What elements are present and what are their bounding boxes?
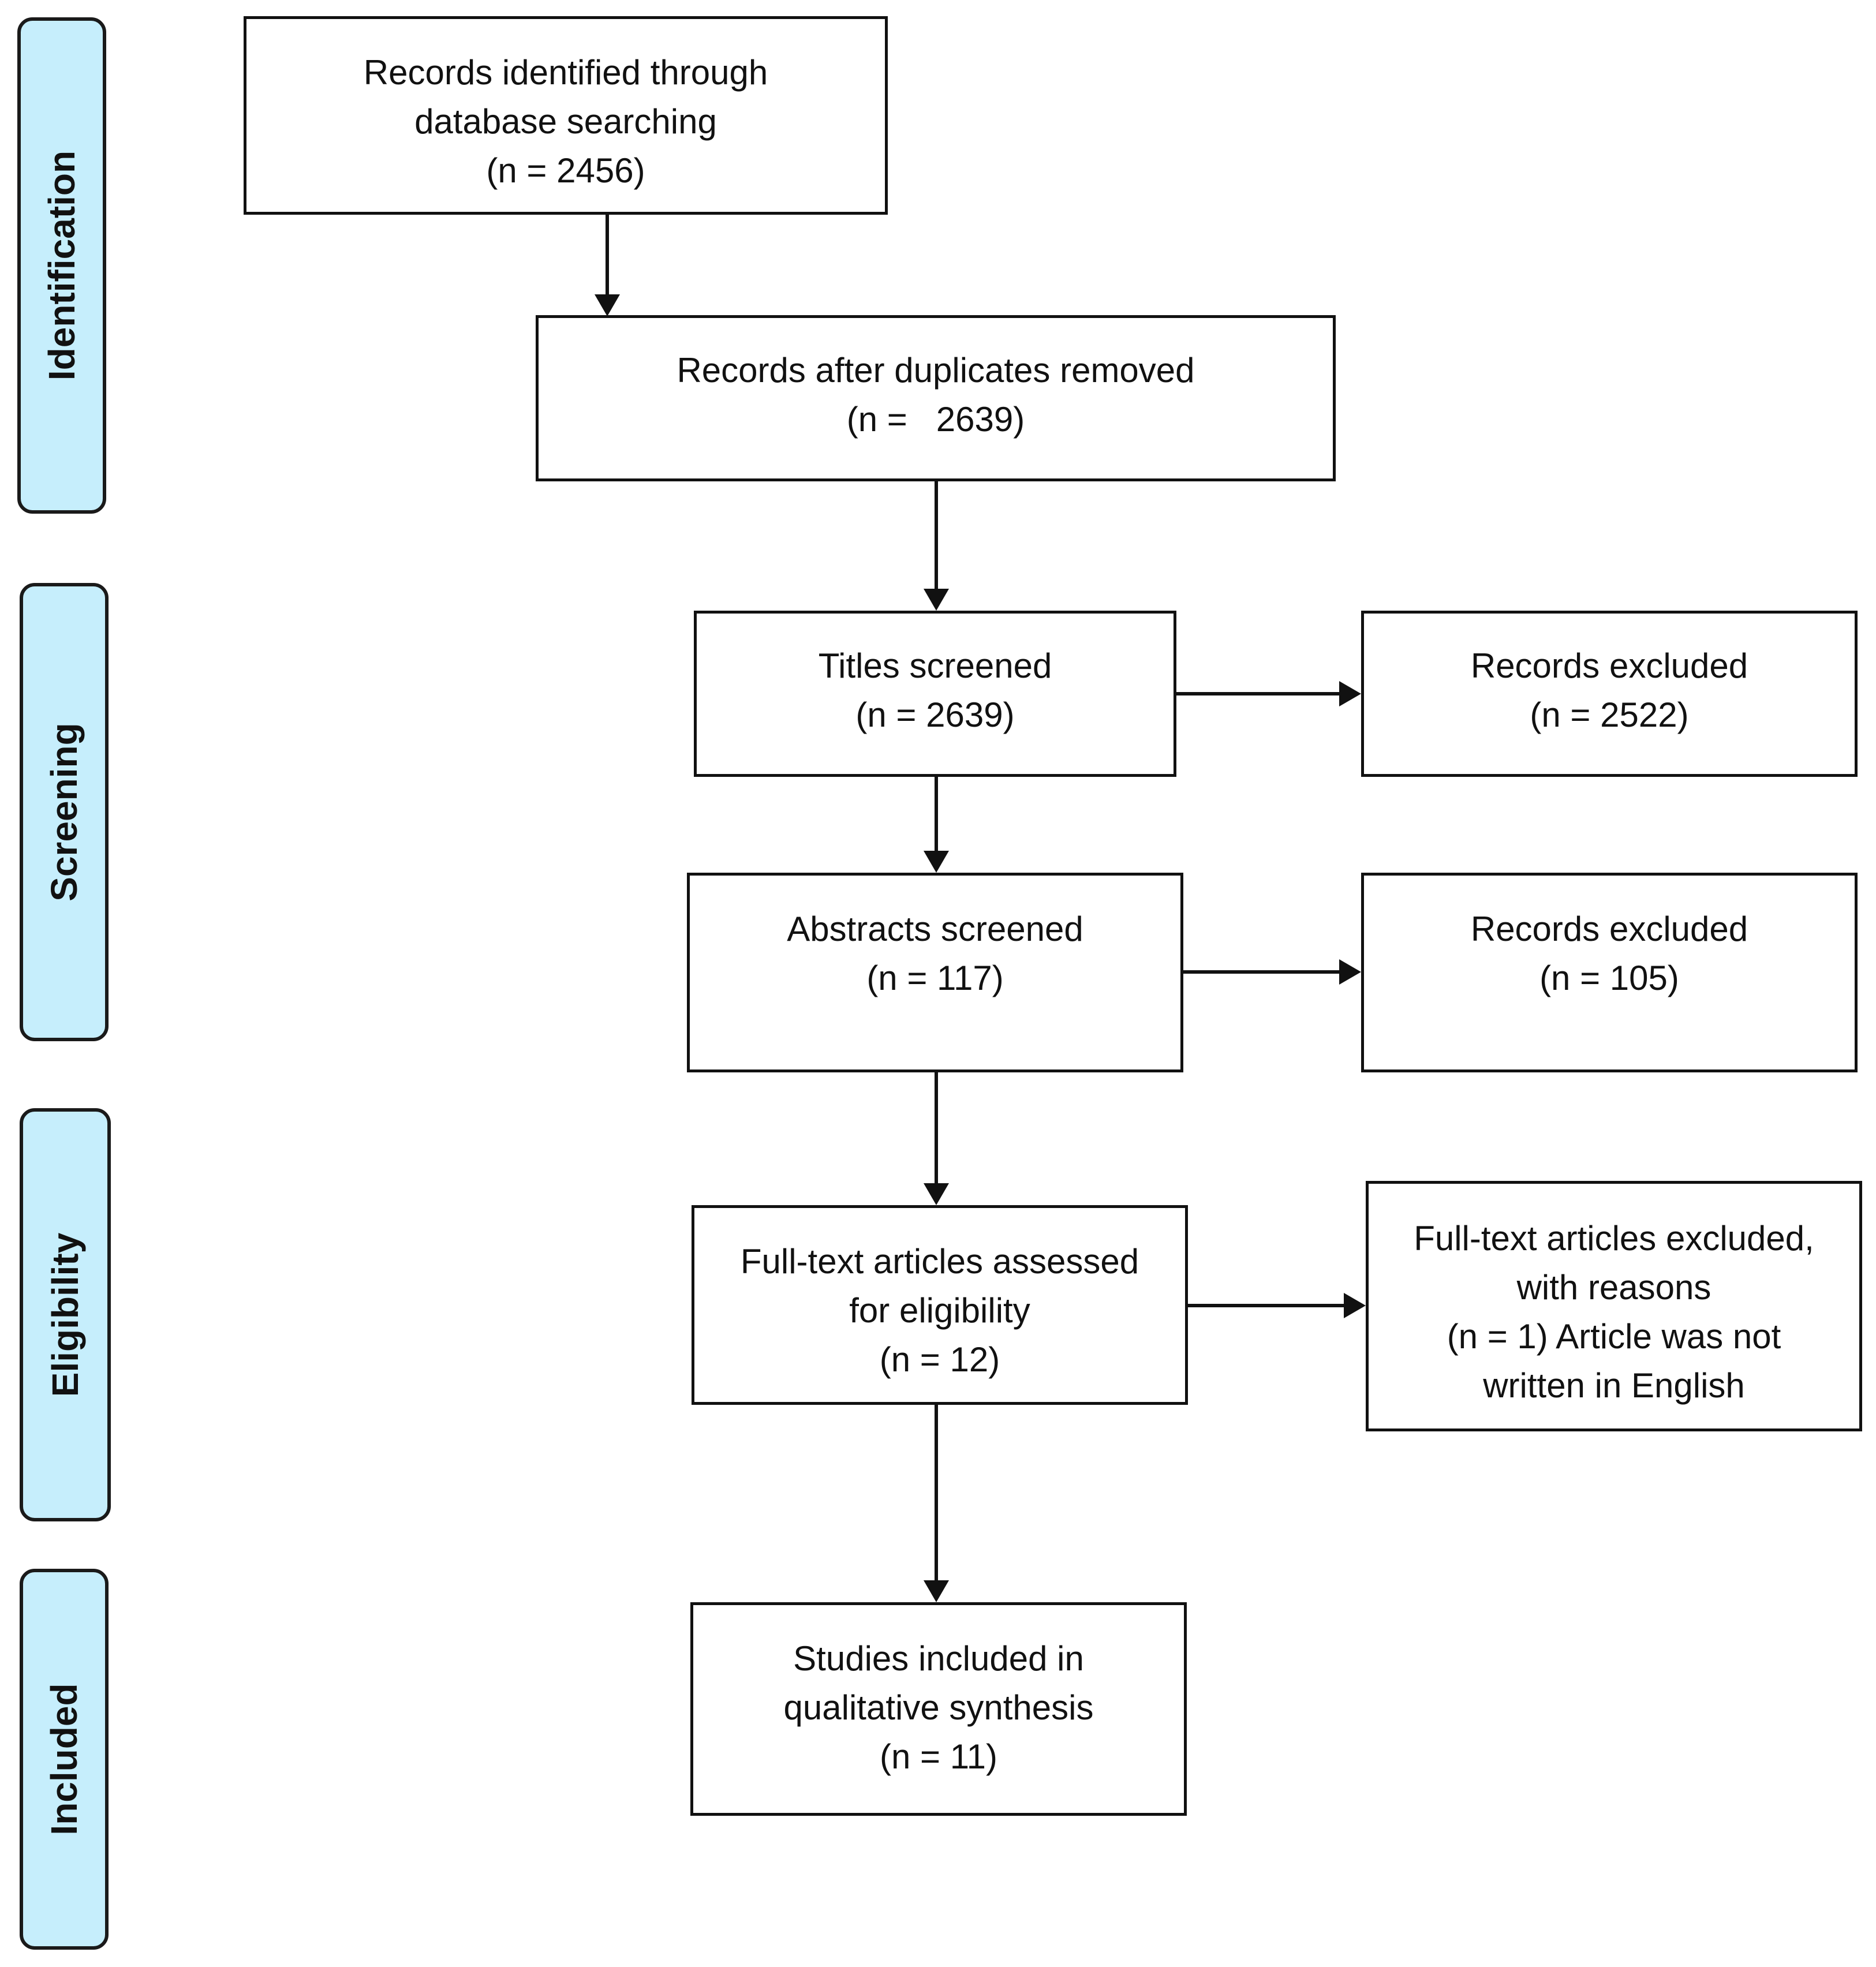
included-studies-count: (n = 11) bbox=[880, 1737, 997, 1776]
arrow-fulltext-to-excluded bbox=[1188, 1293, 1366, 1318]
box-titles-screened: Titles screened (n = 2639) bbox=[694, 611, 1176, 777]
abstracts-excluded-line1: Records excluded bbox=[1470, 910, 1748, 948]
box-records-deduplicated: Records after duplicates removed (n = 26… bbox=[536, 315, 1336, 481]
arrow-abstracts-to-excluded bbox=[1183, 959, 1361, 985]
box-records-identified: Records identified through database sear… bbox=[244, 16, 888, 215]
abstracts-screened-count: (n = 117) bbox=[866, 959, 1004, 997]
records-identified-line2: database searching bbox=[414, 102, 717, 141]
titles-screened-line1: Titles screened bbox=[818, 646, 1052, 685]
fulltext-assessed-line1: Full-text articles assessed bbox=[740, 1242, 1139, 1281]
included-studies-line2: qualitative synthesis bbox=[783, 1688, 1094, 1727]
records-deduplicated-count: (n = 2639) bbox=[846, 400, 1025, 439]
abstracts-screened-line1: Abstracts screened bbox=[787, 910, 1083, 948]
fulltext-excluded-line3: (n = 1) Article was not bbox=[1447, 1317, 1781, 1356]
records-identified-line1: Records identified through bbox=[363, 53, 768, 92]
box-abstracts-screened: Abstracts screened (n = 117) bbox=[687, 873, 1183, 1072]
arrow-titles-to-abstracts bbox=[924, 777, 949, 873]
fulltext-assessed-line2: for eligibility bbox=[849, 1291, 1030, 1330]
arrow-titles-to-excluded bbox=[1176, 681, 1361, 706]
included-studies-line1: Studies included in bbox=[793, 1639, 1084, 1678]
titles-excluded-line1: Records excluded bbox=[1470, 646, 1748, 685]
arrow-abstracts-to-fulltext bbox=[924, 1072, 949, 1205]
arrow-identified-to-deduplicated bbox=[595, 215, 620, 316]
titles-excluded-count: (n = 2522) bbox=[1530, 695, 1689, 734]
stage-eligibility: Eligibility bbox=[20, 1108, 111, 1521]
stage-identification: Identification bbox=[17, 17, 106, 514]
fulltext-excluded-line1: Full-text articles excluded, bbox=[1414, 1219, 1814, 1258]
box-fulltext-assessed: Full-text articles assessed for eligibil… bbox=[692, 1205, 1188, 1405]
box-included-studies: Studies included in qualitative synthesi… bbox=[690, 1602, 1187, 1816]
arrow-deduplicated-to-titles bbox=[924, 481, 949, 611]
fulltext-excluded-line4: written in English bbox=[1483, 1366, 1745, 1405]
fulltext-excluded-line2: with reasons bbox=[1516, 1268, 1711, 1307]
arrow-fulltext-to-included bbox=[924, 1405, 949, 1602]
box-abstracts-excluded: Records excluded (n = 105) bbox=[1361, 873, 1858, 1072]
stage-screening: Screening bbox=[20, 583, 109, 1041]
abstracts-excluded-count: (n = 105) bbox=[1539, 959, 1679, 997]
stage-included: Included bbox=[20, 1569, 109, 1950]
box-titles-excluded: Records excluded (n = 2522) bbox=[1361, 611, 1858, 777]
titles-screened-count: (n = 2639) bbox=[855, 695, 1015, 734]
box-fulltext-excluded: Full-text articles excluded, with reason… bbox=[1366, 1181, 1862, 1431]
fulltext-assessed-count: (n = 12) bbox=[879, 1340, 1000, 1379]
records-identified-count: (n = 2456) bbox=[486, 151, 645, 190]
records-deduplicated-line1: Records after duplicates removed bbox=[677, 351, 1195, 390]
